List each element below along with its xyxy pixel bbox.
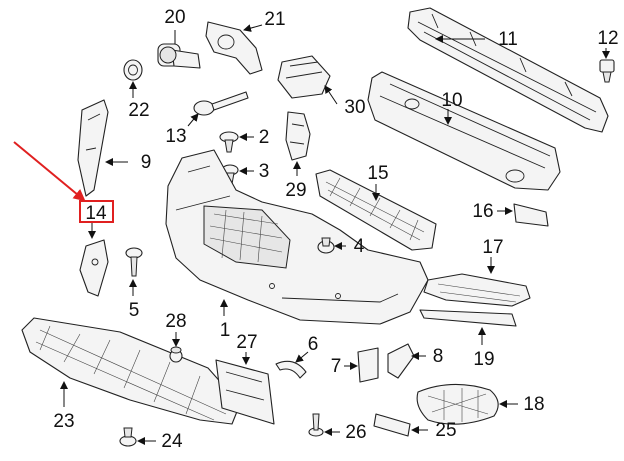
tow-hook-part xyxy=(193,91,249,116)
clip-part xyxy=(599,59,615,83)
callout-17: 17 xyxy=(482,237,503,258)
callout-14: 14 xyxy=(85,203,107,224)
control-module-part xyxy=(277,55,331,99)
callout-16: 16 xyxy=(472,201,493,222)
sensor-part xyxy=(157,43,201,69)
lower-bracket-part xyxy=(79,239,109,297)
callout-4: 4 xyxy=(354,236,365,257)
small-cover-part xyxy=(513,203,549,227)
curved-trim-part xyxy=(275,360,307,379)
license-bracket-part xyxy=(215,359,275,425)
callout-28: 28 xyxy=(165,311,186,332)
leader-13 xyxy=(187,113,199,127)
callout-25: 25 xyxy=(435,420,456,441)
fog-grille-part xyxy=(416,383,499,425)
leader-21 xyxy=(243,24,263,32)
callout-6: 6 xyxy=(308,334,319,355)
callout-27: 27 xyxy=(236,332,257,353)
lower-grille-part xyxy=(21,317,241,425)
mount-bracket-part xyxy=(285,111,311,161)
highlight-arrow xyxy=(13,141,86,202)
screw-part xyxy=(125,247,143,277)
deflector-part xyxy=(387,343,415,379)
callout-11: 11 xyxy=(498,29,518,50)
callout-15: 15 xyxy=(367,163,388,184)
callout-2: 2 xyxy=(259,127,270,148)
callout-21: 21 xyxy=(264,9,285,30)
ring-part xyxy=(123,59,143,81)
callout-10: 10 xyxy=(441,90,462,111)
callout-22: 22 xyxy=(128,100,149,121)
bolt-part xyxy=(219,131,239,153)
long-bolt-part xyxy=(308,413,324,437)
push-pin-part xyxy=(317,237,335,254)
callout-29: 29 xyxy=(285,180,306,201)
callout-9: 9 xyxy=(141,152,152,173)
trim-strip-part xyxy=(419,309,517,327)
callout-24: 24 xyxy=(161,431,183,452)
callout-30: 30 xyxy=(344,97,365,118)
leader-30 xyxy=(324,85,338,105)
callout-labels: 20 21 22 11 12 10 30 13 2 3 29 15 9 16 4… xyxy=(53,7,618,452)
callout-3: 3 xyxy=(259,161,270,182)
bottom-clip-part xyxy=(119,427,137,447)
highlight-box xyxy=(79,200,114,223)
callout-8: 8 xyxy=(433,346,444,367)
callout-26: 26 xyxy=(345,422,366,443)
side-bracket-part xyxy=(77,99,109,197)
callout-12: 12 xyxy=(597,28,618,49)
leader-lines xyxy=(60,24,610,445)
callout-7: 7 xyxy=(331,356,342,377)
callout-20: 20 xyxy=(164,7,185,28)
callout-18: 18 xyxy=(523,394,544,415)
callout-23: 23 xyxy=(53,411,74,432)
callout-1: 1 xyxy=(220,320,231,341)
sensor-bracket-part xyxy=(205,21,263,75)
bottom-strip-part xyxy=(373,413,411,437)
small-block-part xyxy=(357,347,379,383)
energy-absorber-part xyxy=(367,71,561,191)
grille-frame-part xyxy=(315,169,437,251)
callout-5: 5 xyxy=(129,300,140,321)
nut-part xyxy=(169,346,183,363)
bumper-cover-part xyxy=(165,149,429,325)
highlight-callout xyxy=(13,141,114,223)
side-grille-part xyxy=(423,273,531,307)
callout-13: 13 xyxy=(165,126,186,147)
leader-6 xyxy=(295,351,309,363)
callout-19: 19 xyxy=(473,349,494,370)
